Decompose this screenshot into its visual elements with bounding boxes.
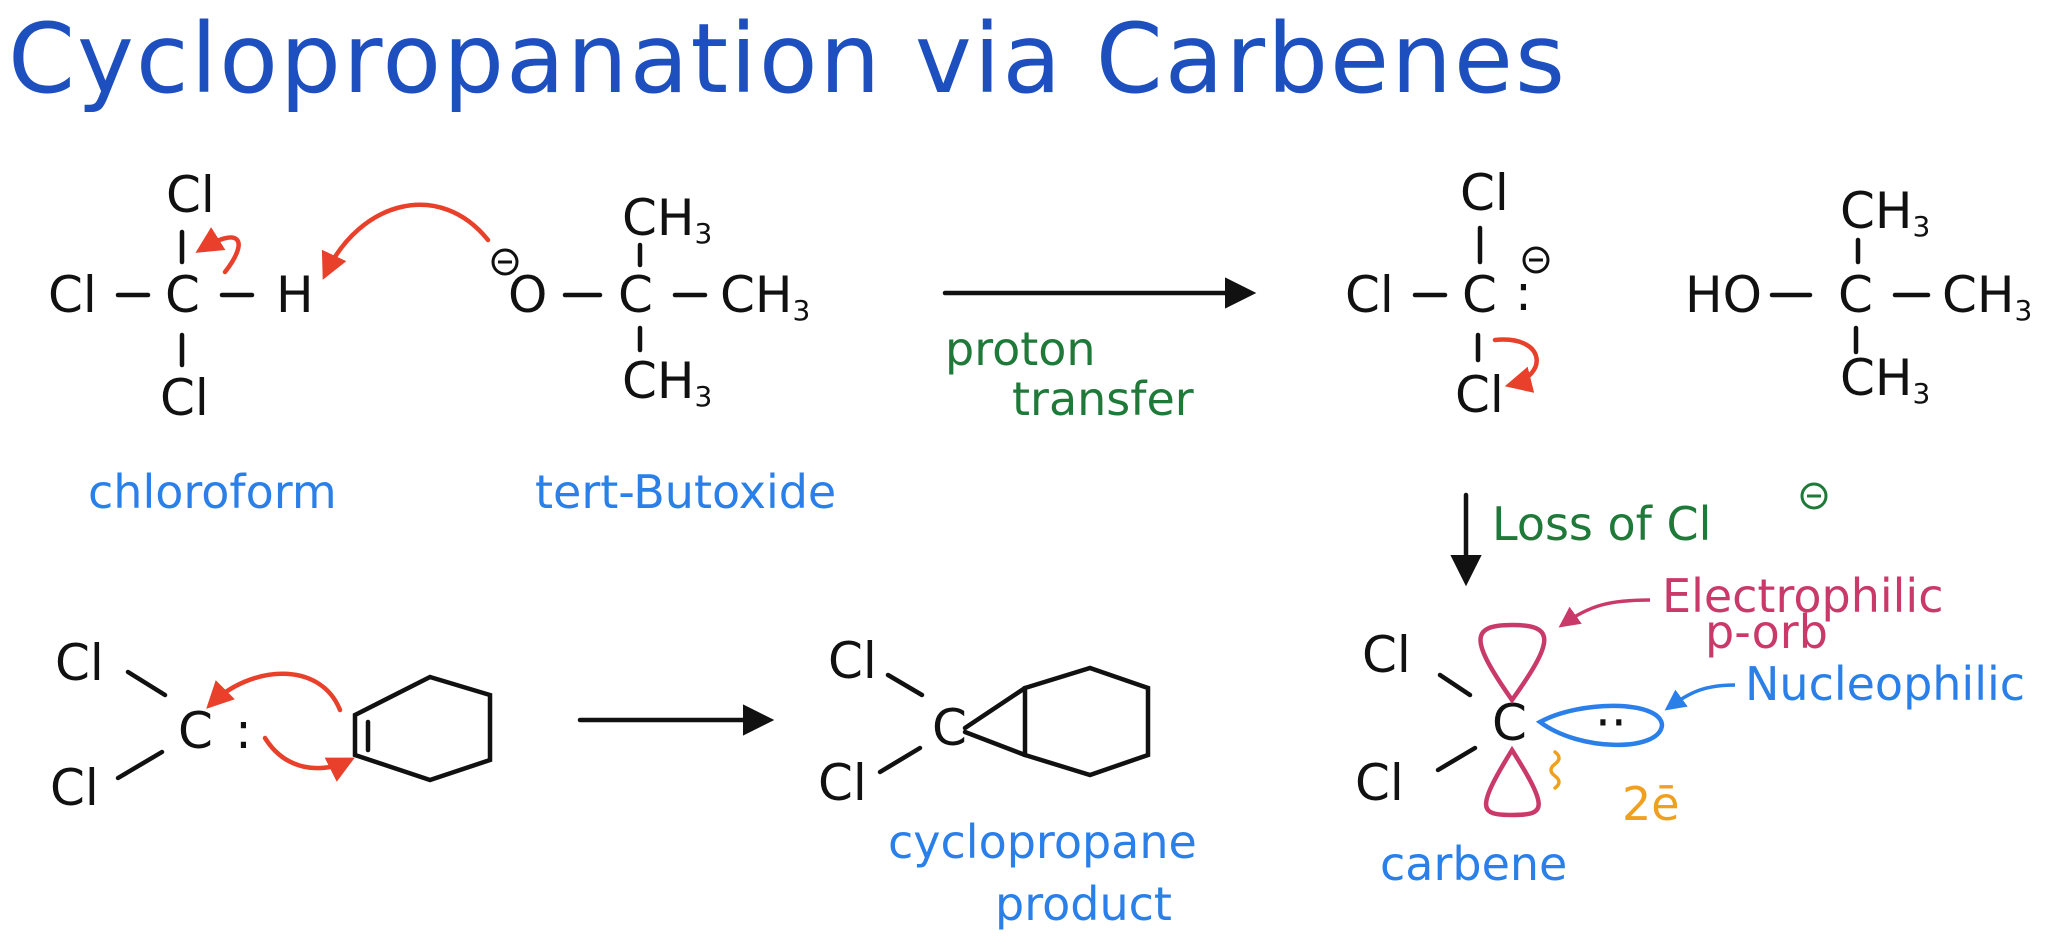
sp2-lone-pair-orbital xyxy=(1535,703,1665,748)
arrow-carbene-to-alkene xyxy=(262,735,355,782)
label-electrons: 2ē xyxy=(1622,777,1680,831)
bond xyxy=(1437,672,1473,698)
condition-transfer: transfer xyxy=(1012,372,1194,426)
reactant-cl-bottom: Cl xyxy=(50,759,99,817)
lone-pair-dots: ·· xyxy=(1595,694,1627,752)
carbene-c: C xyxy=(1492,694,1527,752)
butanol-c: C xyxy=(1838,266,1873,324)
bond xyxy=(877,745,923,775)
trichloromethyl-anion: Cl Cl C : Cl xyxy=(1345,164,1550,424)
condition-proton: proton xyxy=(945,322,1096,376)
carbene-plus-alkene: Cl Cl C : xyxy=(50,634,493,817)
anion-c: C xyxy=(1462,266,1497,324)
p-orbital-upper-lobe xyxy=(1478,622,1547,704)
bond xyxy=(962,685,1028,731)
chloroform-cl-left: Cl xyxy=(48,266,97,324)
arrow-nucleophilic xyxy=(1664,683,1736,711)
butoxide-ch3-top: CH3 xyxy=(622,189,712,250)
butanol-ch3-right: CH3 xyxy=(1942,266,2032,327)
reactant-cl-top: Cl xyxy=(55,634,104,692)
butoxide-o: O xyxy=(508,266,547,324)
bond xyxy=(125,669,168,698)
chloroform-h: H xyxy=(276,266,314,324)
negative-charge-icon xyxy=(1800,482,1828,510)
arrow-alkene-to-carbene xyxy=(206,671,343,713)
page-title: Cyclopropanation via Carbenes xyxy=(8,3,1567,115)
product-c: C xyxy=(932,699,967,757)
electrons-squiggle xyxy=(1549,750,1561,790)
arrow-base-to-h xyxy=(321,202,491,280)
label-chloroform: chloroform xyxy=(88,465,337,519)
p-orbital-lower-lobe xyxy=(1483,745,1541,818)
carbene-cl-top: Cl xyxy=(1362,626,1411,684)
butanol-ch3-top: CH3 xyxy=(1840,182,1930,243)
carbene-cl-bottom: Cl xyxy=(1355,754,1404,812)
butanol-ch3-bottom: CH3 xyxy=(1840,349,1930,410)
reactant-c: C xyxy=(178,702,213,760)
anion-cl-bottom: Cl xyxy=(1455,366,1504,424)
cyclohexane-ring xyxy=(1022,665,1151,778)
chloroform-c: C xyxy=(165,266,200,324)
tert-butanol-structure: HO C CH3 CH3 CH3 xyxy=(1685,182,2032,410)
arrow-electrophilic xyxy=(1558,598,1651,628)
butanol-ho: HO xyxy=(1685,266,1762,324)
tert-butoxide-structure: O C CH3 CH3 CH3 xyxy=(491,189,810,413)
butoxide-c: C xyxy=(618,266,653,324)
product-cl-bottom: Cl xyxy=(818,754,867,812)
anion-cl-left: Cl xyxy=(1345,266,1394,324)
cyclopropane-product: Cl Cl C xyxy=(818,632,1151,812)
cyclohexene-ring xyxy=(352,674,493,783)
butoxide-ch3-right: CH3 xyxy=(720,266,810,327)
anion-lone-pair: : xyxy=(1515,264,1532,322)
label-cyclopropane: cyclopropane xyxy=(888,815,1197,869)
chloroform-structure: Cl Cl C H Cl xyxy=(48,166,491,427)
carbene-orbital-structure: Cl Cl C ·· 2ē Electrophilic p-orb Nucle… xyxy=(1355,569,2025,831)
product-cl-top: Cl xyxy=(828,632,877,690)
label-electrophilic: Electrophilic xyxy=(1662,569,1944,623)
negative-charge-icon xyxy=(491,248,519,276)
anion-cl-top: Cl xyxy=(1460,164,1509,222)
label-carbene: carbene xyxy=(1380,837,1567,891)
bond xyxy=(115,749,165,781)
arrow-cl-leave xyxy=(1492,337,1539,393)
reactant-lone-pair: : xyxy=(235,702,252,760)
negative-charge-icon xyxy=(1522,246,1550,274)
label-tert-butoxide: tert-Butoxide xyxy=(535,465,836,519)
bond xyxy=(885,672,925,698)
butoxide-ch3-bottom: CH3 xyxy=(622,352,712,413)
label-nucleophilic: Nucleophilic xyxy=(1745,657,2025,711)
chloroform-cl-top: Cl xyxy=(166,166,215,224)
condition-loss-of-cl: Loss of Cl xyxy=(1492,497,1711,551)
label-p-orb: p-orb xyxy=(1705,605,1828,659)
bond xyxy=(1435,745,1478,773)
chloroform-cl-bottom: Cl xyxy=(160,369,209,427)
bond xyxy=(962,729,1028,758)
label-product: product xyxy=(995,877,1172,931)
arrow-ch-bond xyxy=(195,227,241,275)
